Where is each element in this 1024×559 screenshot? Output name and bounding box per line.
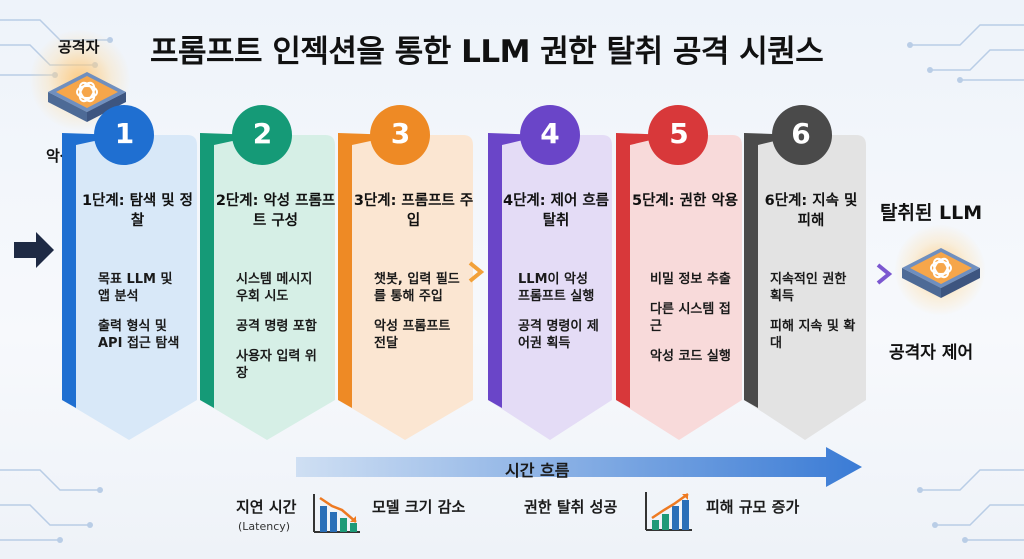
attacker-label: 공격자 <box>58 38 100 56</box>
stage-2-item: 시스템 메시지 우회 시도 <box>236 272 313 304</box>
chevron-right-icon <box>876 263 893 285</box>
stage-5: 5 5단계: 권한 악용 비밀 정보 추출 다른 시스템 접근 악성 코드 실행 <box>616 105 742 440</box>
stage-1-item: 목표 LLM 및 앱 분석 <box>98 272 173 304</box>
stage-6-number: 6 <box>791 117 811 150</box>
stage-5-shape <box>616 105 742 440</box>
timeline-arrow <box>296 447 862 487</box>
page-title: 프롬프트 인젝션을 통한 LLM 권한 탈취 공격 시퀀스 <box>150 34 824 70</box>
stage-1-number: 1 <box>114 117 135 150</box>
stage-4-item: LLM이 악성 프롬프트 실행 <box>518 272 595 304</box>
circuit-decoration-top-right <box>907 24 1024 83</box>
stage-1-shape <box>62 105 197 440</box>
stage-2-item: 공격 명령 포함 <box>236 319 317 334</box>
attacker-control-label: 공격자 제어 <box>889 343 974 363</box>
stage-4: 4 4단계: 제어 흐름 탈취 LLM이 악성 프롬프트 실행 공격 명령이 제… <box>488 105 612 440</box>
stage-1-item: 출력 형식 및 API 접근 탐색 <box>98 319 180 351</box>
hijacked-llm-label: 탈취된 LLM <box>880 202 983 224</box>
entry-arrow-icon <box>14 232 54 268</box>
success-label: 권한 탈취 성공 <box>524 498 618 516</box>
circuit-decoration-bottom-left <box>0 469 103 543</box>
hijacked-ai-chip-icon <box>902 248 980 298</box>
stage-3-title: 3단계: 프롬프트 주입 <box>353 193 474 229</box>
stage-5-title: 5단계: 권한 악용 <box>631 193 739 209</box>
circuit-decoration-bottom-right <box>917 469 1024 543</box>
stage-1-title: 1단계: 탐색 및 정찰 <box>81 193 194 229</box>
stage-4-shape <box>488 105 612 440</box>
stage-3-number: 3 <box>390 117 411 150</box>
stage-4-title: 4단계: 제어 흐름 탈취 <box>502 193 610 229</box>
stage-5-item: 다른 시스템 접근 <box>650 302 731 334</box>
chevron-right-icon <box>468 261 485 283</box>
timeline-label: 시간 흐름 <box>505 461 570 480</box>
stage-3-item: 챗봇, 입력 필드를 통해 주입 <box>374 272 460 304</box>
stage-1: 1 1단계: 탐색 및 정찰 목표 LLM 및 앱 분석 출력 형식 및 API… <box>62 105 197 440</box>
stage-6-item: 피해 지속 및 확대 <box>770 319 856 351</box>
stage-4-number: 4 <box>540 117 560 150</box>
stage-6-item: 지속적인 권한 획득 <box>770 272 847 304</box>
latency-sublabel: (Latency) <box>238 520 291 533</box>
stage-2-title: 2단계: 악성 프롬프트 구성 <box>215 193 336 229</box>
stage-5-number: 5 <box>669 117 689 150</box>
stage-6: 6 6단계: 지속 및 피해 지속적인 권한 획득 피해 지속 및 확대 <box>744 105 866 440</box>
stage-2-number: 2 <box>252 117 273 150</box>
stage-2-shape <box>200 105 335 440</box>
declining-bar-chart-icon <box>313 494 360 533</box>
rising-bar-chart-icon <box>645 492 692 531</box>
damage-label: 피해 규모 증가 <box>706 498 800 516</box>
stage-5-item: 비밀 정보 추출 <box>650 272 731 287</box>
stage-2-item: 사용자 입력 위장 <box>236 349 317 381</box>
stage-3-item: 악성 프롬프트 전달 <box>374 319 451 351</box>
model-size-label: 모델 크기 감소 <box>372 498 466 516</box>
latency-label: 지연 시간 <box>236 498 297 516</box>
stage-3: 3 3단계: 프롬프트 주입 챗봇, 입력 필드를 통해 주입 악성 프롬프트 … <box>338 105 473 440</box>
stage-5-item: 악성 코드 실행 <box>650 349 731 364</box>
stage-6-title: 6단계: 지속 및 피해 <box>764 193 858 229</box>
stage-2: 2 2단계: 악성 프롬프트 구성 시스템 메시지 우회 시도 공격 명령 포함… <box>200 105 335 440</box>
stage-3-shape <box>338 105 473 440</box>
stage-6-shape <box>744 105 866 440</box>
stage-4-item: 공격 명령이 제어권 획득 <box>518 319 599 351</box>
attacker-ai-chip-icon <box>48 72 126 122</box>
